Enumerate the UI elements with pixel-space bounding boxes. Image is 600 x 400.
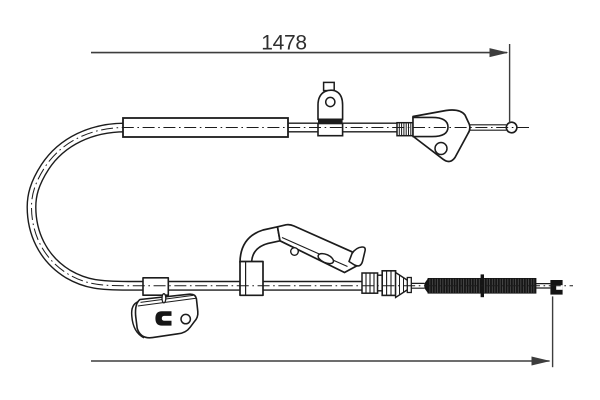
end-ferrule	[396, 121, 414, 137]
center-bracket-hook	[348, 246, 366, 267]
barrel-end	[550, 280, 563, 295]
adjuster-grommet-ribs	[365, 273, 375, 294]
centerline-axis	[30, 127, 573, 287]
center-bracket-plate	[276, 223, 358, 274]
ball-end-rod	[469, 124, 507, 131]
top-clip-band	[318, 119, 343, 124]
ferrule-knurling	[398, 123, 412, 135]
top-clip-tab	[322, 81, 335, 92]
top-clip-base	[317, 122, 344, 137]
top-clip	[317, 81, 344, 137]
abutment-bracket	[412, 109, 471, 163]
center-bracket-tube	[239, 260, 264, 297]
center-bracket-hole	[290, 246, 300, 256]
lower-bracket-pin	[161, 293, 167, 304]
adjuster-rod	[411, 282, 425, 289]
center-guide-bracket	[239, 223, 366, 297]
center-bracket-arm	[239, 225, 281, 263]
adjuster-disc	[381, 269, 397, 297]
adjuster-cone-lines	[399, 275, 404, 295]
top-clip-hole	[324, 96, 336, 108]
dimension-bottom-arrow	[531, 356, 551, 366]
dimension-bottom	[91, 296, 554, 368]
barrel-notch	[556, 285, 563, 290]
dimension-top-label: 1478	[261, 31, 307, 54]
cable-adjuster	[361, 269, 425, 299]
lower-bracket-fold-lines	[137, 294, 197, 307]
dimension-top-arrow	[489, 48, 509, 58]
center-bracket-fold-line	[281, 236, 348, 268]
lower-bracket-collar	[142, 276, 170, 296]
spring-exit-cable	[536, 283, 551, 289]
adjuster-disc-lines	[386, 270, 392, 296]
abutment-bracket-hole	[434, 141, 448, 156]
lower-bracket-plate	[134, 293, 199, 339]
lower-bracket-c-slot	[155, 311, 172, 326]
dimension-top: 1478	[91, 31, 511, 123]
center-bracket-slot	[317, 252, 335, 265]
lower-bracket-hole	[180, 313, 192, 325]
cable-end-bullet	[412, 116, 449, 138]
lower-bracket-lip	[130, 300, 145, 339]
adjuster-cap	[406, 276, 412, 294]
lower-mounting-bracket	[130, 276, 199, 339]
